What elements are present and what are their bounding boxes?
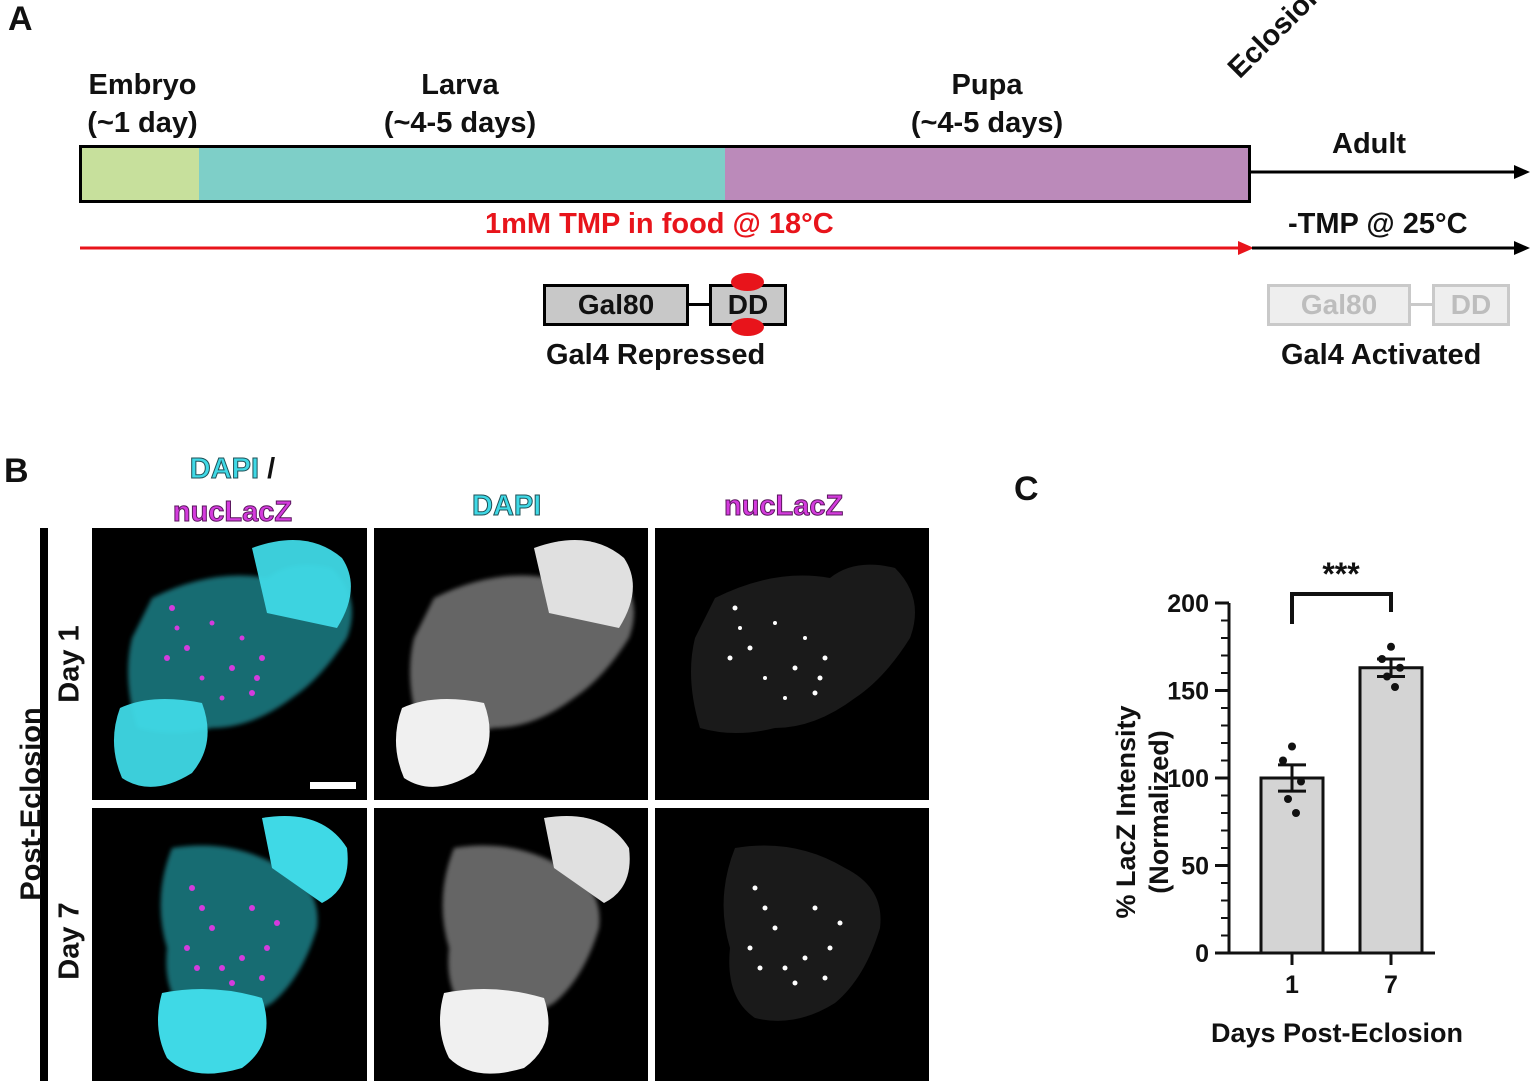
y-axis-title-line1: % LacZ Intensity xyxy=(1111,705,1141,918)
gal80-box-faded: Gal80 xyxy=(1267,284,1411,326)
timeline-segment-embryo xyxy=(82,148,199,200)
panel-a-letter: A xyxy=(8,0,33,38)
gal4-repressed-caption: Gal4 Repressed xyxy=(546,339,766,371)
chart-points xyxy=(1279,642,1404,817)
significance-stars: *** xyxy=(1322,556,1360,592)
merge-dapi-label: DAPI xyxy=(189,453,260,486)
micrograph-day7-dapi xyxy=(374,808,648,1081)
side-bracket xyxy=(40,528,48,1081)
y-tick-label: 0 xyxy=(1195,940,1209,968)
stage-duration: (~1 day) xyxy=(87,107,198,139)
post-eclosion-label: Post-Eclosion xyxy=(15,707,48,901)
y-tick-label: 50 xyxy=(1181,853,1209,881)
chart-axes: 0 50 100 150 200 1 7 xyxy=(1167,590,1435,999)
col-header-lacz: nucLacZ xyxy=(723,490,844,523)
tmp-label: 1mM TMP in food @ 18°C xyxy=(485,208,834,240)
timeline-segment-pupa xyxy=(725,148,1248,200)
adult-label: Adult xyxy=(1332,128,1407,160)
data-point xyxy=(1288,742,1296,751)
micrograph-day7-lacz xyxy=(655,808,929,1081)
dd-box-faded: DD xyxy=(1432,284,1510,326)
micrograph-day1-lacz xyxy=(655,528,929,800)
bar-day-1 xyxy=(1259,776,1325,955)
micrograph-day1-dapi xyxy=(374,528,648,800)
significance-bracket-line xyxy=(1290,592,1393,624)
stage-label-embryo: Embryo (~1 day) xyxy=(60,66,225,142)
micrograph-day7-merge xyxy=(92,808,367,1081)
panel-c-letter: C xyxy=(1014,470,1039,508)
bar-chart: 0 50 100 150 200 1 7 % LacZ Intensity (Normali… xyxy=(1111,556,1463,1048)
data-point xyxy=(1396,663,1404,672)
eclosion-label: Eclosion xyxy=(1222,0,1331,85)
stage-duration: (~4-5 days) xyxy=(910,107,1064,139)
y-tick-label: 100 xyxy=(1167,765,1209,793)
stage-name: Pupa xyxy=(951,69,1023,101)
merge-lacz-label: nucLacZ xyxy=(172,496,293,529)
tmp-molecule-bottom xyxy=(731,318,764,336)
data-point xyxy=(1297,777,1305,786)
row-label-day1: Day 1 xyxy=(53,625,86,703)
stage-name: Embryo xyxy=(88,69,197,101)
tmp-molecule-top xyxy=(731,273,764,291)
y-tick-label: 150 xyxy=(1167,678,1209,706)
data-point xyxy=(1284,795,1292,803)
timeline-bar xyxy=(79,145,1251,203)
data-point xyxy=(1279,756,1287,765)
col-header-dapi: DAPI xyxy=(471,490,542,523)
no-tmp-label: -TMP @ 25°C xyxy=(1288,208,1468,240)
timeline-segment-larva xyxy=(199,148,725,200)
merge-slash: / xyxy=(259,453,276,485)
chart-error-bars xyxy=(1278,657,1405,793)
y-axis-title-line2: (Normalized) xyxy=(1144,730,1174,894)
data-point xyxy=(1292,809,1300,817)
tmp-arrow xyxy=(80,241,1254,255)
scale-bar xyxy=(310,782,356,789)
chart-bars xyxy=(1259,666,1424,955)
x-axis-title: Days Post-Eclosion xyxy=(1211,1018,1463,1048)
significance-bracket xyxy=(1290,592,1393,624)
stage-label-pupa: Pupa (~4-5 days) xyxy=(857,66,1117,142)
col-header-merge: DAPI / nucLacZ xyxy=(140,450,325,536)
adult-arrow xyxy=(1248,165,1530,179)
bar-day-7 xyxy=(1358,666,1424,955)
x-tick-label: 1 xyxy=(1285,971,1299,999)
data-point xyxy=(1387,642,1395,651)
linker-line xyxy=(689,303,710,306)
no-tmp-arrow xyxy=(1252,241,1530,255)
gal4-activated-caption: Gal4 Activated xyxy=(1281,339,1482,371)
stage-label-larva: Larva (~4-5 days) xyxy=(330,66,590,142)
gal80-box: Gal80 xyxy=(543,284,689,326)
linker-line-faded xyxy=(1411,303,1433,306)
y-tick-label: 200 xyxy=(1167,590,1209,618)
panel-b-letter: B xyxy=(4,452,29,490)
x-tick-label: 7 xyxy=(1384,971,1398,999)
row-label-day7: Day 7 xyxy=(53,902,86,980)
stage-duration: (~4-5 days) xyxy=(383,107,537,139)
micrograph-day1-merge xyxy=(92,528,367,800)
stage-name: Larva xyxy=(421,69,499,101)
data-point xyxy=(1391,683,1399,691)
